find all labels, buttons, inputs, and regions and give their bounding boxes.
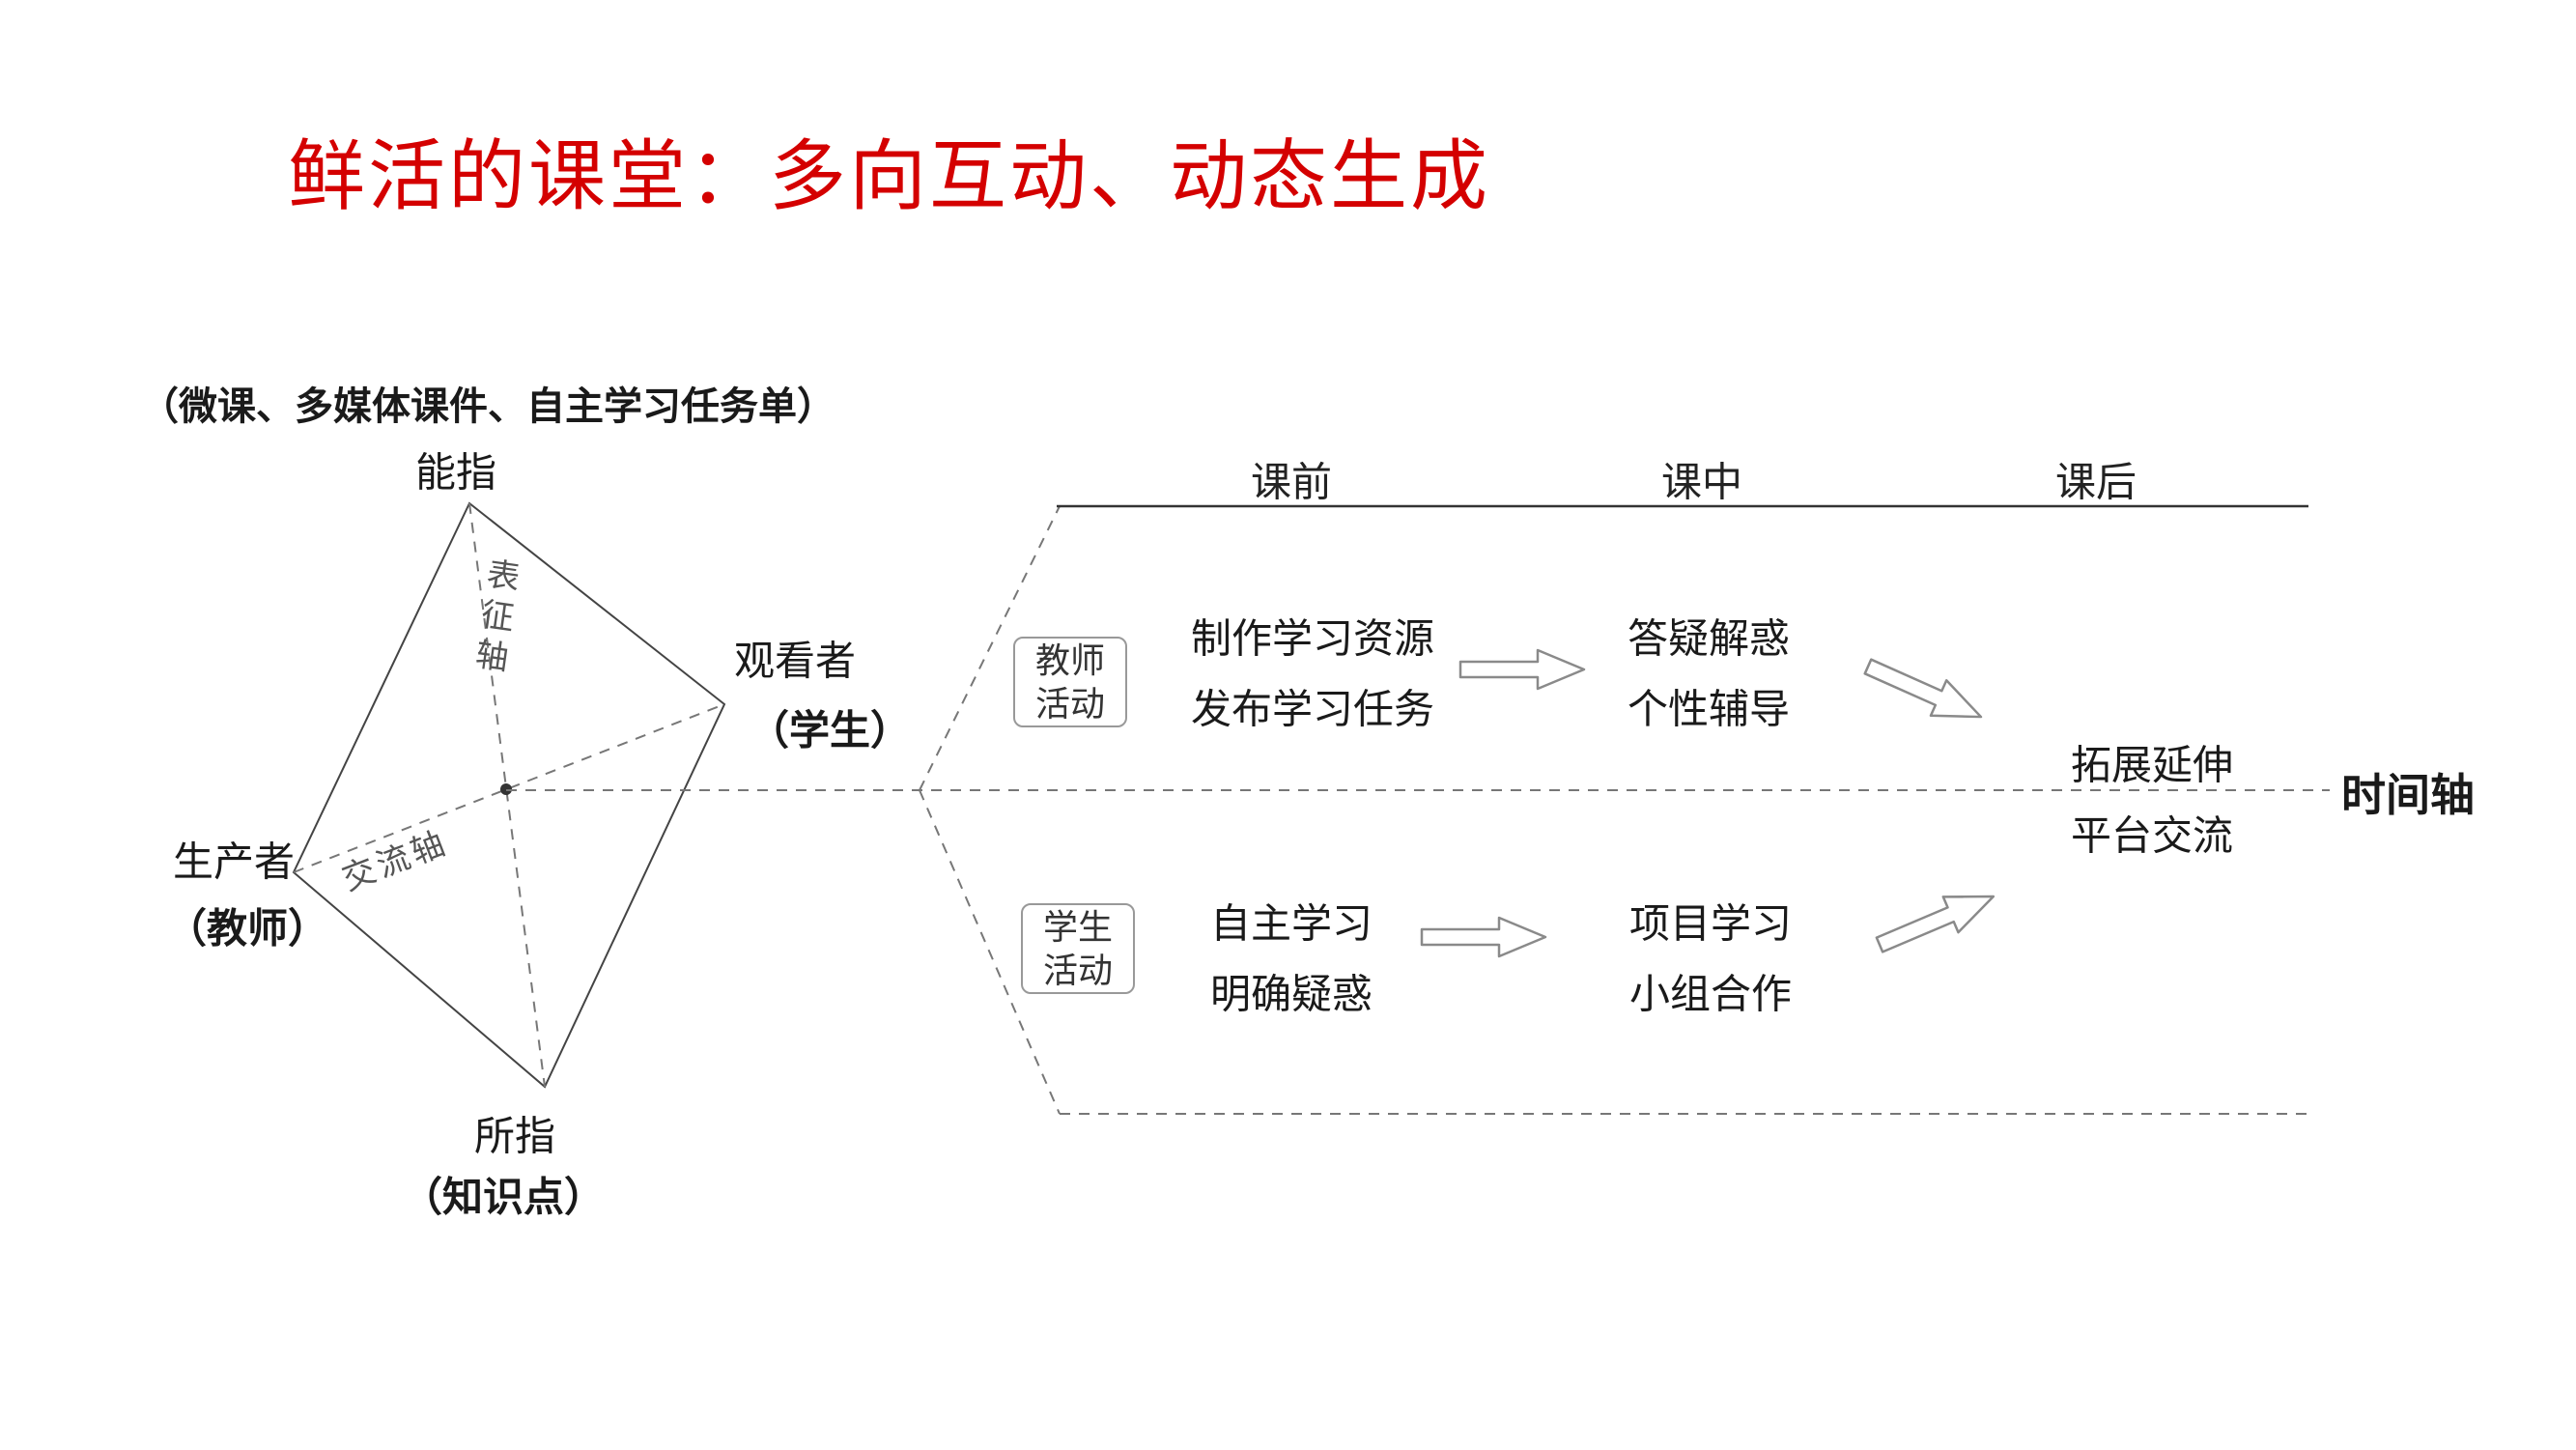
resources-note: （微课、多媒体课件、自主学习任务单） (140, 385, 835, 428)
student-pre-task-2: 明确疑惑 (1210, 971, 1373, 1017)
producer-label: 生产者 (173, 839, 296, 885)
funnel-lower-line (919, 789, 1061, 1115)
phase-label-pre-class: 课前 (1250, 459, 1333, 505)
time-axis-label: 时间轴 (2341, 770, 2475, 820)
right-arrow-icon (1420, 916, 1547, 958)
after-class-task-2: 平台交流 (2071, 812, 2234, 859)
teacher-pre-task-2: 发布学习任务 (1191, 686, 1435, 732)
student-in-class-task-2: 小组合作 (1629, 971, 1793, 1017)
student-pre-task-1: 自主学习 (1210, 900, 1373, 947)
teacher-activity-box (1013, 637, 1127, 727)
phase-label-after-class: 课后 (2054, 459, 2137, 505)
teacher-activity-box-label: 教师 活动 (1035, 639, 1105, 725)
teacher-activity-line1: 教师 (1034, 640, 1106, 680)
student-activity-box (1021, 903, 1135, 994)
down-right-arrow-icon (1858, 647, 1991, 736)
teacher-role-label: （教师） (166, 905, 329, 952)
phase-label-in-class: 课中 (1660, 459, 1743, 505)
student-in-class-task-1: 项目学习 (1629, 900, 1793, 947)
teacher-in-class-task-2: 个性辅导 (1628, 686, 1791, 732)
teacher-in-class-task-1: 答疑解惑 (1628, 615, 1791, 662)
student-role-label: （学生） (749, 707, 912, 753)
signifier-label: 能指 (414, 449, 497, 496)
after-class-task-1: 拓展延伸 (2071, 742, 2234, 788)
signified-label: 所指 (473, 1113, 556, 1159)
knowledge-point-label: （知识点） (401, 1174, 606, 1220)
student-activity-box-label: 学生 活动 (1043, 905, 1113, 992)
up-right-arrow-icon (1870, 877, 2002, 964)
teacher-activity-line2: 活动 (1034, 684, 1106, 724)
viewer-label: 观看者 (734, 638, 857, 684)
right-arrow-icon (1458, 648, 1586, 691)
representation-axis-line (468, 502, 546, 1088)
student-activity-line2: 活动 (1042, 951, 1114, 990)
funnel-upper-line (919, 505, 1061, 791)
slide-title: 鲜活的课堂：多向互动、动态生成 (288, 135, 1490, 220)
teacher-pre-task-1: 制作学习资源 (1191, 615, 1435, 662)
student-activity-line1: 学生 (1042, 907, 1114, 947)
